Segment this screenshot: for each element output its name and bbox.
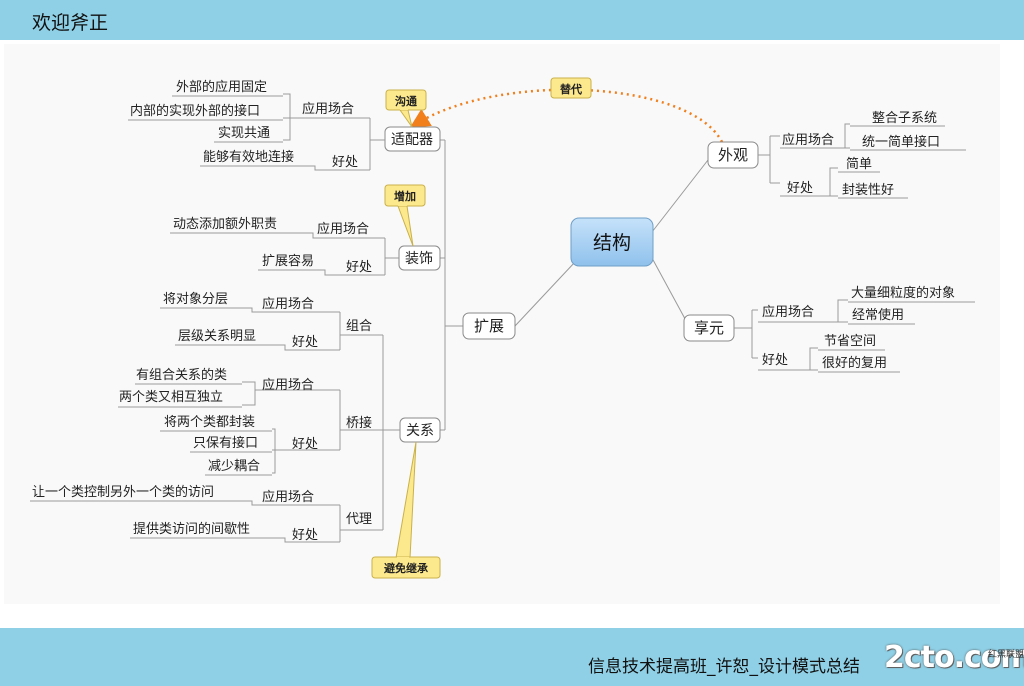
flyweight-use-2: 经常使用 bbox=[852, 307, 904, 323]
callout-avoid-inherit: 避免继承 bbox=[371, 441, 441, 579]
flyweight-benefit-1: 节省空间 bbox=[824, 334, 876, 349]
main-connectors bbox=[440, 139, 709, 431]
proxy-benefit-1: 提供类访问的间歇性 bbox=[133, 521, 250, 537]
adapter-benefit-label: 好处 bbox=[332, 155, 358, 170]
bridge-use-2: 两个类又相互独立 bbox=[119, 390, 223, 405]
bridge-use-1: 有组合关系的类 bbox=[136, 367, 227, 383]
extend-node[interactable]: 扩展 bbox=[462, 312, 516, 340]
composite-branch: 组合 应用场合 好处 将对象分层 层级关系明显 bbox=[160, 292, 378, 351]
decorator-branch: 装饰 应用场合 好处 动态添加额外职责 扩展容易 bbox=[170, 217, 441, 276]
decorator-use-1: 动态添加额外职责 bbox=[173, 217, 277, 232]
callout-communicate: 沟通 bbox=[385, 89, 427, 128]
facade-use-label: 应用场合 bbox=[782, 132, 834, 148]
bridge-benefit-3: 减少耦合 bbox=[208, 459, 260, 474]
facade-use-1: 整合子系统 bbox=[872, 111, 937, 126]
adapter-node[interactable] bbox=[384, 126, 441, 152]
decorator-benefit-1: 扩展容易 bbox=[262, 253, 314, 269]
proxy-branch: 代理 应用场合 好处 让一个类控制另外一个类的访问 提供类访问的间歇性 bbox=[30, 484, 378, 543]
decorator-use-label: 应用场合 bbox=[317, 221, 369, 237]
callout-replace: 替代 bbox=[550, 77, 592, 99]
flyweight-branch: 享元 应用场合 好处 大量细粒度的对象 经常使用 节省空间 很好的复用 bbox=[683, 285, 975, 373]
footer-bar bbox=[0, 628, 1024, 686]
adapter-branch: 适配器 应用场合 好处 外部的应用固定 内部的实现外部的接口 实现共通 能够有效… bbox=[128, 79, 441, 171]
composite-use-1: 将对象分层 bbox=[163, 292, 228, 307]
proxy-use-label: 应用场合 bbox=[262, 489, 314, 505]
flyweight-use-1: 大量细粒度的对象 bbox=[851, 285, 955, 301]
proxy-title: 代理 bbox=[346, 512, 372, 527]
site-logo: 2cto.com bbox=[884, 640, 1024, 675]
adapter-benefit-1: 能够有效地连接 bbox=[203, 149, 294, 165]
bridge-benefit-1: 将两个类都封装 bbox=[164, 415, 255, 430]
facade-branch: 外观 应用场合 好处 整合子系统 统一简单接口 简单 封装性好 bbox=[707, 111, 966, 199]
adapter-use-2: 内部的实现外部的接口 bbox=[130, 103, 260, 119]
callout-replace-text: 替代 bbox=[560, 82, 582, 96]
bridge-use-label: 应用场合 bbox=[262, 377, 314, 393]
decorator-benefit-label: 好处 bbox=[346, 260, 372, 275]
flyweight-use-label: 应用场合 bbox=[762, 304, 814, 320]
proxy-use-1: 让一个类控制另外一个类的访问 bbox=[32, 484, 214, 500]
replace-arrow bbox=[409, 88, 724, 143]
mindmap-canvas: 结构 外观 应用场合 好处 整合子系统 统一简单接口 简单 封装性好 享元 应用… bbox=[0, 40, 1024, 628]
bridge-benefit-label: 好处 bbox=[292, 437, 318, 452]
adapter-title: 适配器 bbox=[391, 132, 433, 148]
footer-title: 信息技术提高班_许恕_设计模式总结 bbox=[588, 657, 860, 677]
callout-add-text: 增加 bbox=[394, 189, 416, 203]
adapter-use-label: 应用场合 bbox=[302, 101, 354, 117]
facade-benefit-label: 好处 bbox=[787, 181, 813, 196]
header-bar: 欢迎斧正 bbox=[0, 0, 1024, 40]
center-node[interactable]: 结构 bbox=[570, 217, 654, 267]
adapter-use-1: 外部的应用固定 bbox=[176, 79, 267, 95]
proxy-benefit-label: 好处 bbox=[292, 528, 318, 543]
composite-use-label: 应用场合 bbox=[262, 296, 314, 312]
composite-benefit-1: 层级关系明显 bbox=[178, 329, 256, 344]
relation-branch: 关系 组合 应用场合 好处 将对象分层 层级关系明显 桥接 bbox=[30, 292, 441, 543]
callout-avoid-inherit-text: 避免继承 bbox=[384, 561, 429, 575]
callout-communicate-text: 沟通 bbox=[395, 94, 417, 108]
extend-title: 扩展 bbox=[474, 317, 504, 335]
facade-benefit-2: 封装性好 bbox=[842, 183, 894, 198]
facade-title: 外观 bbox=[718, 146, 748, 164]
decorator-title: 装饰 bbox=[405, 251, 433, 267]
facade-use-2: 统一简单接口 bbox=[862, 134, 940, 150]
flyweight-title: 享元 bbox=[694, 319, 724, 337]
flyweight-benefit-label: 好处 bbox=[762, 353, 788, 368]
bridge-benefit-2: 只保有接口 bbox=[193, 435, 258, 451]
bridge-branch: 桥接 应用场合 好处 有组合关系的类 两个类又相互独立 将两个类都封装 只保有接… bbox=[118, 367, 378, 476]
bridge-title: 桥接 bbox=[346, 415, 372, 431]
relation-title: 关系 bbox=[406, 423, 434, 439]
callout-add: 增加 bbox=[384, 184, 426, 247]
composite-title: 组合 bbox=[346, 319, 372, 334]
header-title: 欢迎斧正 bbox=[32, 12, 109, 34]
site-logo-sub: 红黑联盟 bbox=[988, 650, 1024, 660]
facade-benefit-1: 简单 bbox=[846, 156, 872, 172]
composite-benefit-label: 好处 bbox=[292, 335, 318, 350]
flyweight-benefit-2: 很好的复用 bbox=[822, 355, 887, 371]
adapter-use-3: 实现共通 bbox=[218, 126, 270, 141]
center-label: 结构 bbox=[593, 232, 631, 254]
